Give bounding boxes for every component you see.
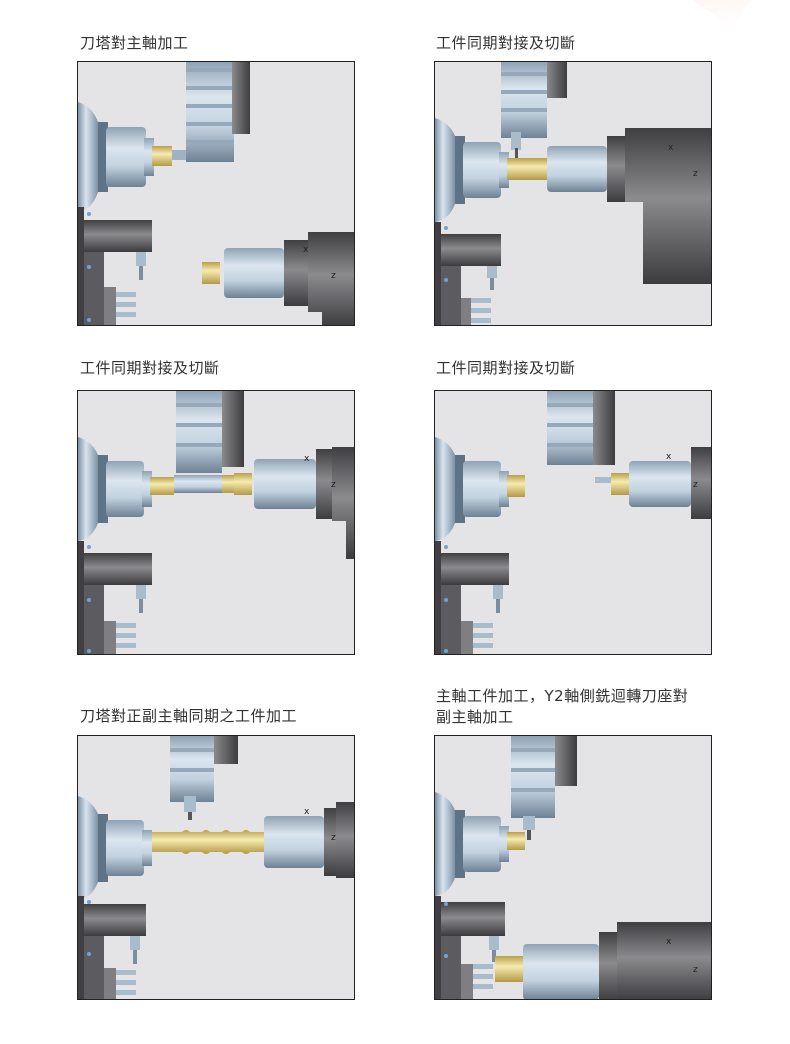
turret-tool: [523, 816, 535, 830]
sub-chuck: [254, 459, 316, 509]
sub-spindle-head: [617, 922, 711, 999]
main-chuck: [463, 816, 501, 872]
diagram-sync-transfer-cutoff-2: x z: [77, 390, 355, 655]
tool-post: [84, 553, 152, 585]
caption-3: 工件同期對接及切斷: [80, 359, 220, 377]
sub-chuck: [629, 461, 691, 507]
diagram-y2-milling-sub-spindle: x z: [434, 735, 712, 1000]
sub-spindle-head: [625, 128, 711, 284]
axis-z-label: z: [693, 480, 698, 490]
caption-2: 工件同期對接及切斷: [436, 34, 576, 52]
sub-workpiece: [495, 956, 525, 982]
workpiece: [152, 146, 172, 166]
turret-tool: [172, 150, 186, 160]
axis-x-label: x: [304, 454, 310, 464]
main-spindle-face: [98, 122, 108, 192]
axis-x-label: x: [303, 245, 309, 255]
workpiece: [507, 832, 525, 850]
caption-4: 工件同期對接及切斷: [436, 359, 576, 377]
tool-post: [441, 553, 509, 585]
transferred-workpiece: [234, 473, 252, 495]
turret-tool: [174, 475, 222, 493]
axis-z-label: z: [331, 271, 336, 281]
axis-x-label: x: [666, 937, 672, 947]
caption-6-line1: 主軸工件加工，Y2軸側銑迴轉刀座對: [436, 687, 689, 705]
axis-x-label: x: [666, 452, 672, 462]
diagram-turret-main-spindle: x z: [77, 61, 355, 326]
axis-z-label: z: [693, 169, 698, 179]
caption-6-line2: 副主軸加工: [436, 708, 514, 726]
caption-1: 刀塔對主軸加工: [80, 34, 189, 52]
diagram-turret-dual-spindle-sync: x z: [77, 735, 355, 1000]
axis-z-label: z: [331, 480, 336, 490]
main-chuck: [463, 461, 501, 517]
corner-decoration: [682, 0, 758, 28]
diagram-sync-transfer-cutoff-1: x z: [434, 61, 712, 326]
sub-chuck: [264, 816, 324, 868]
sub-spindle-head: [336, 802, 354, 878]
main-chuck: [463, 142, 501, 198]
workpiece: [150, 477, 174, 495]
axis-x-label: x: [668, 143, 674, 153]
sub-chuck: [224, 248, 284, 298]
diagram-sync-transfer-cutoff-3: x z: [434, 390, 712, 655]
sub-chuck: [547, 146, 607, 192]
tool-post: [84, 904, 146, 936]
turret-body: [547, 391, 593, 465]
main-spindle-flange: [78, 102, 98, 212]
workpiece: [507, 475, 525, 497]
turret-disc: [232, 62, 250, 134]
tool-post: [441, 234, 501, 266]
tool-post: [441, 902, 505, 936]
sub-spindle-head: [691, 447, 711, 519]
sub-workpiece: [202, 262, 220, 284]
turret-body: [186, 62, 234, 162]
cutoff-tool: [595, 477, 619, 483]
axis-x-label: x: [304, 807, 310, 817]
transferred-workpiece: [611, 473, 629, 495]
long-workpiece: [152, 830, 266, 854]
main-chuck: [106, 461, 144, 517]
tool-post: [84, 220, 152, 252]
axis-z-label: z: [331, 833, 336, 843]
main-chuck: [106, 127, 146, 187]
sub-spindle-head: [308, 232, 354, 325]
sub-spindle-head: [332, 447, 354, 559]
sub-chuck: [523, 944, 599, 999]
axis-z-label: z: [693, 965, 698, 975]
main-chuck: [106, 820, 144, 876]
turret-tool: [184, 796, 196, 812]
cutoff-tool: [511, 132, 521, 150]
workpiece: [507, 158, 547, 180]
caption-5: 刀塔對正副主軸同期之工件加工: [80, 707, 298, 725]
